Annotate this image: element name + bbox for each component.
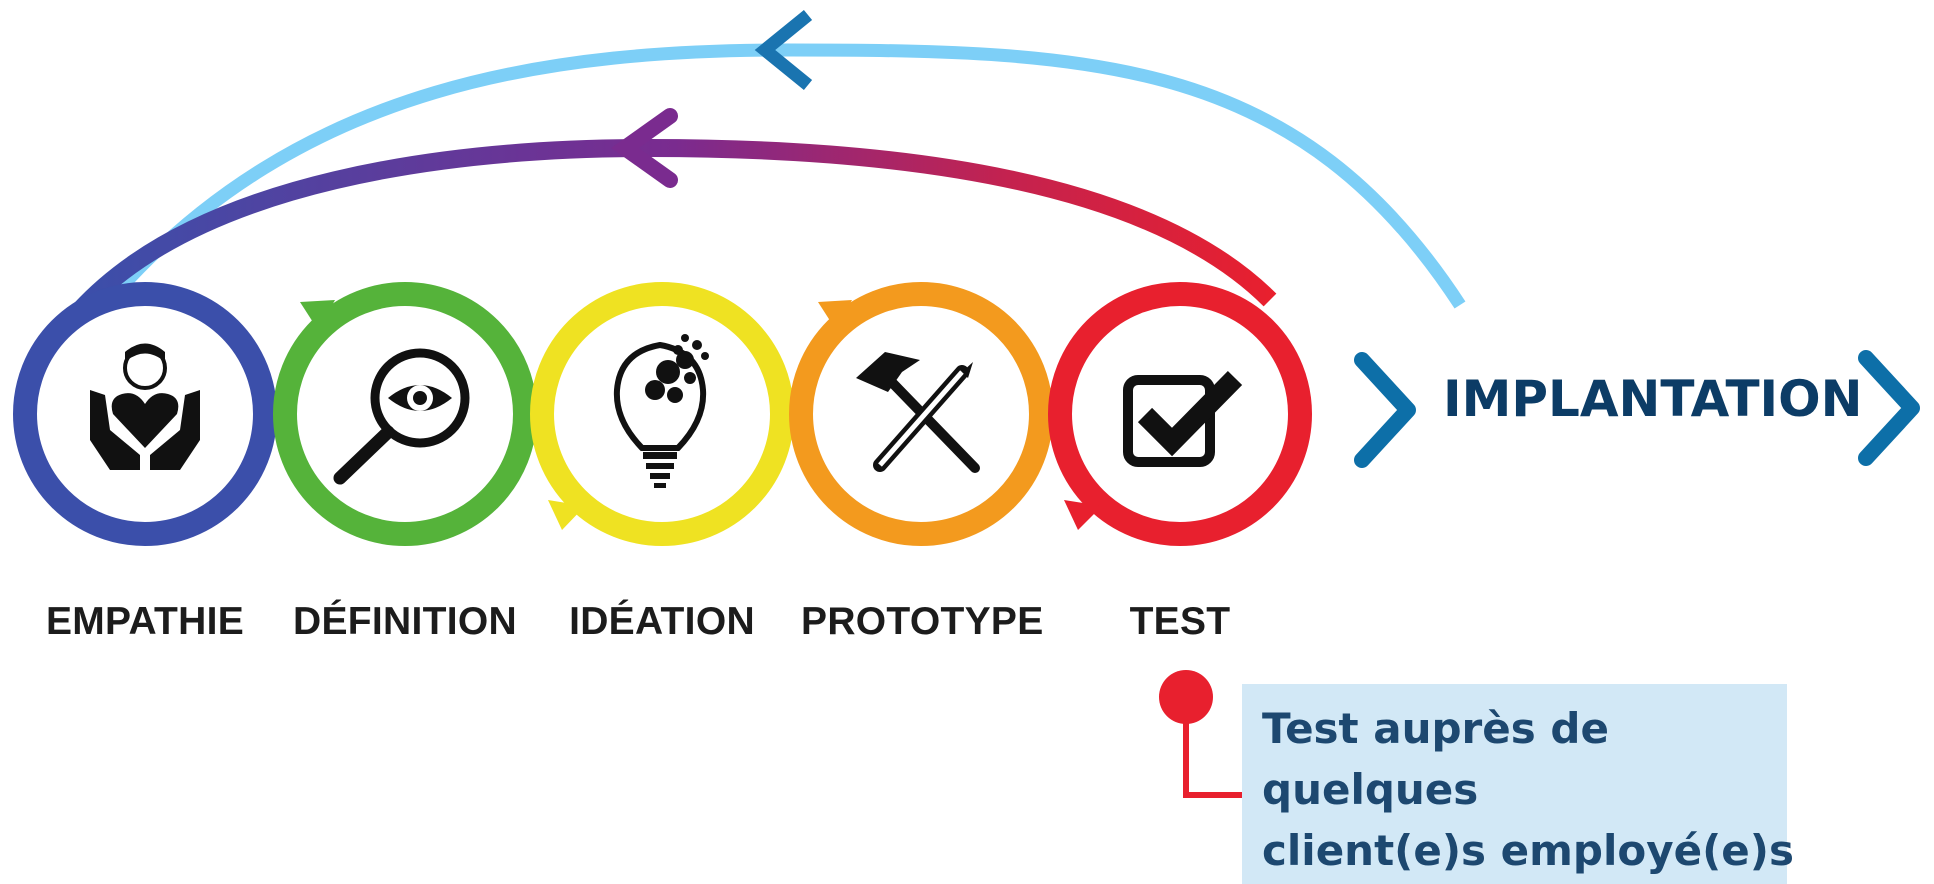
implementation-label: IMPLANTATION <box>1443 370 1863 428</box>
magnifier-eye-icon <box>333 348 470 485</box>
stage-label-test: TEST <box>1129 600 1231 643</box>
hammer-pencil-icon <box>856 352 980 473</box>
note-line-2: quelques <box>1262 765 1479 814</box>
implementation-chevron-right-icon <box>1858 350 1920 466</box>
flow-arrow-1-icon <box>300 300 335 330</box>
flow-arrow-3-icon <box>818 300 852 330</box>
stage-label-definition: DÉFINITION <box>293 600 517 643</box>
inner-loop-arrow-icon <box>611 108 678 188</box>
hands-heart-person-icon <box>90 343 200 470</box>
note-line-1: Test auprès de <box>1262 704 1609 753</box>
inner-feedback-loop <box>73 138 1277 317</box>
outer-feedback-loop <box>105 43 1466 309</box>
checkbox-icon <box>1123 370 1243 467</box>
flow-arrow-2-icon <box>548 500 585 530</box>
lightbulb-icon <box>613 334 709 488</box>
note-marker-dot <box>1159 670 1213 724</box>
test-note-box: Test auprès de quelques client(e)s emplo… <box>1242 684 1794 884</box>
outer-loop-arrow-icon <box>754 9 813 91</box>
implementation-chevron-left-icon <box>1354 352 1416 468</box>
stage-label-ideation: IDÉATION <box>569 600 755 643</box>
note-line-3: client(e)s employé(e)s <box>1262 826 1794 875</box>
stage-label-empathie: EMPATHIE <box>45 600 245 643</box>
stage-label-prototype: PROTOTYPE <box>801 600 1044 643</box>
flow-arrow-4-icon <box>1064 500 1102 530</box>
